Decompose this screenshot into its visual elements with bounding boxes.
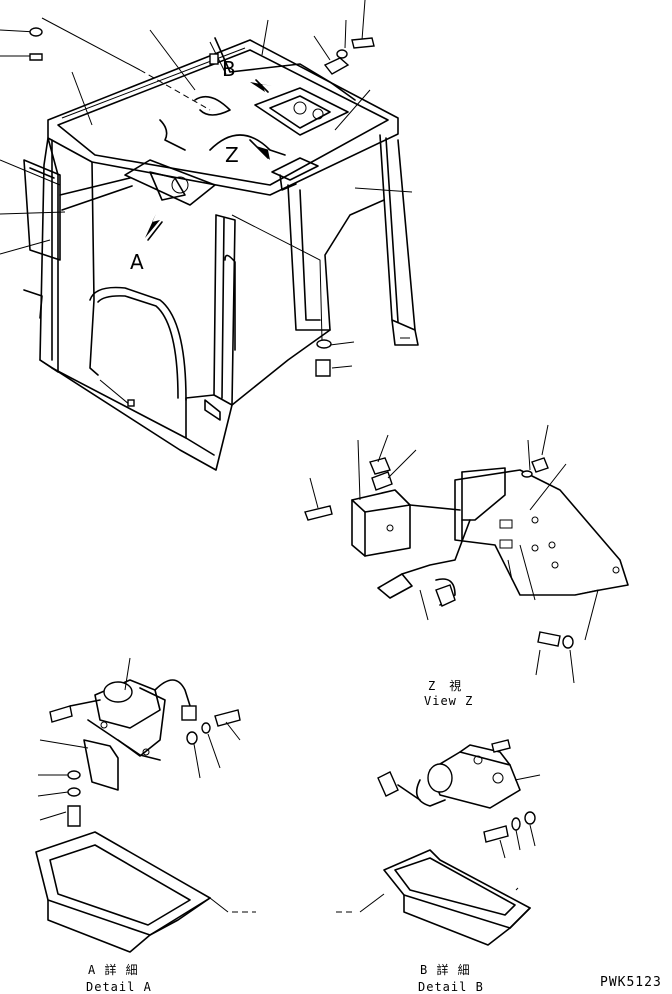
caption-view-z-jp: Z 視 (428, 678, 462, 693)
detail-b-assembly (336, 739, 541, 946)
view-z-assembly (304, 424, 629, 684)
callout-b: B (222, 57, 236, 81)
caption-detail-a-jp: A 詳 細 (88, 962, 139, 977)
cab-frame (23, 39, 419, 471)
callout-z: Z (225, 143, 239, 167)
arrow-b-shaft-icon (255, 79, 269, 93)
wiper-motor-b (254, 87, 349, 136)
z-bracket (271, 157, 319, 191)
caption-detail-b-jp: B 詳 細 (420, 962, 471, 977)
roof-wiring (159, 37, 356, 156)
fasteners-main (29, 27, 375, 407)
caption-view-z-en: View Z (424, 694, 473, 708)
drawing-code: PWK5123 (600, 975, 662, 990)
caption-detail-b-en: Detail B (418, 980, 484, 994)
detail-a-assembly (35, 657, 256, 953)
callout-a: A (130, 250, 144, 274)
direction-arrows (145, 79, 276, 241)
arrow-b-icon (250, 82, 272, 92)
labels: B Z A Z 視 View Z A 詳 細 Detail A B 詳 細 De… (86, 57, 662, 994)
caption-detail-a-en: Detail A (86, 980, 152, 994)
arrow-z-icon (256, 146, 276, 160)
leader-lines-main (0, 0, 413, 406)
wiper-motor-a (59, 159, 216, 211)
arrow-a-icon (145, 214, 160, 238)
